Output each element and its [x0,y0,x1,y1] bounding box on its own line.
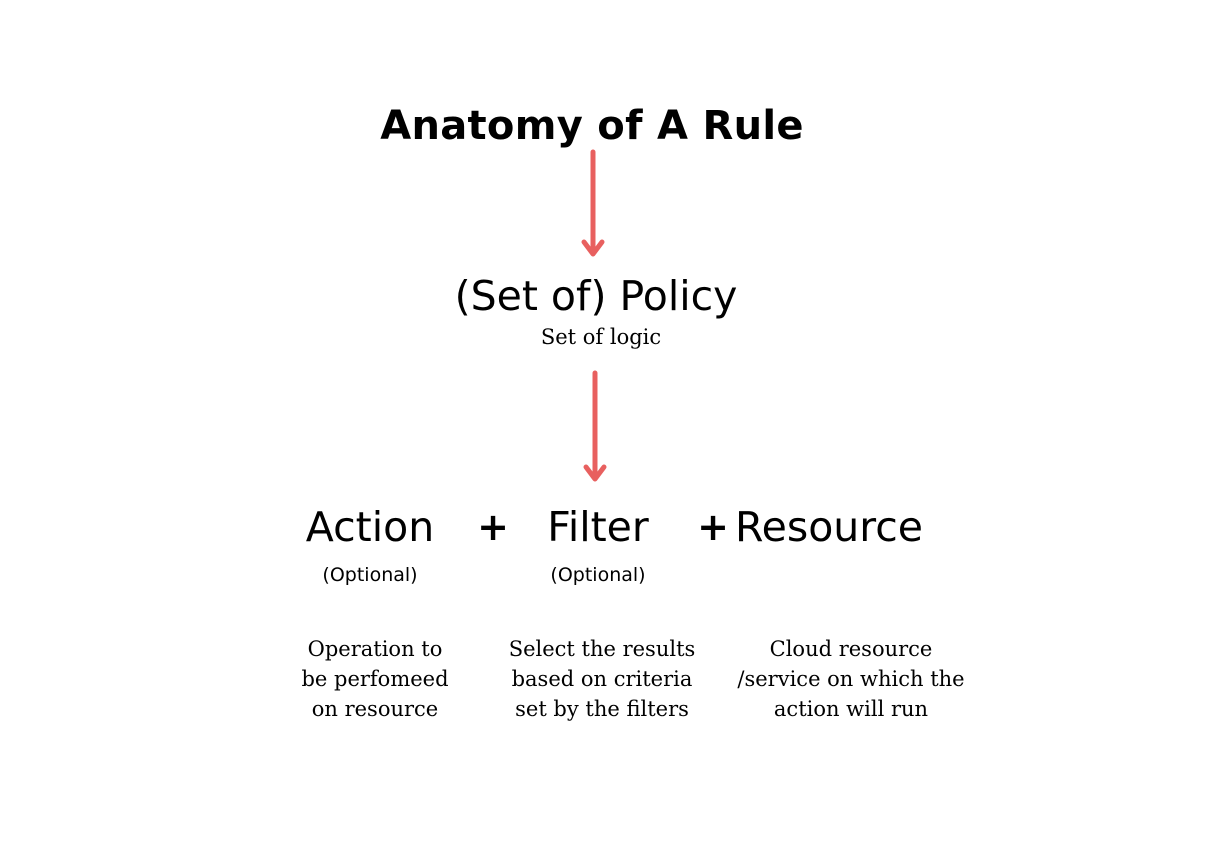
action-label: Action [305,503,435,551]
resource-description-line: action will run [773,697,929,721]
plus-operator-2: + [697,505,729,549]
arrow-policy-to-components [583,370,607,485]
action-description: Operation to be perfomeed on resource [255,634,495,724]
resource-label: Resource [734,503,924,551]
diagram-title: Anatomy of A Rule [380,103,804,149]
policy-sublabel: Set of logic [540,325,662,349]
resource-description: Cloud resource /service on which the act… [721,634,981,724]
filter-description: Select the results based on criteria set… [482,634,722,724]
filter-description-line: set by the filters [515,697,689,721]
action-qualifier: (Optional) [322,564,418,586]
action-description-line: on resource [311,697,439,721]
filter-qualifier: (Optional) [550,564,646,586]
action-description-line: be perfomeed [301,667,449,691]
filter-label: Filter [547,503,649,551]
resource-description-line: /service on which the [737,667,965,691]
filter-description-line: Select the results [508,637,696,661]
filter-description-line: based on criteria [511,667,693,691]
policy-label: (Set of) Policy [454,272,738,320]
action-description-line: Operation to [307,637,443,661]
plus-operator-1: + [477,505,509,549]
arrow-title-to-policy [581,149,605,260]
resource-description-line: Cloud resource [769,637,933,661]
